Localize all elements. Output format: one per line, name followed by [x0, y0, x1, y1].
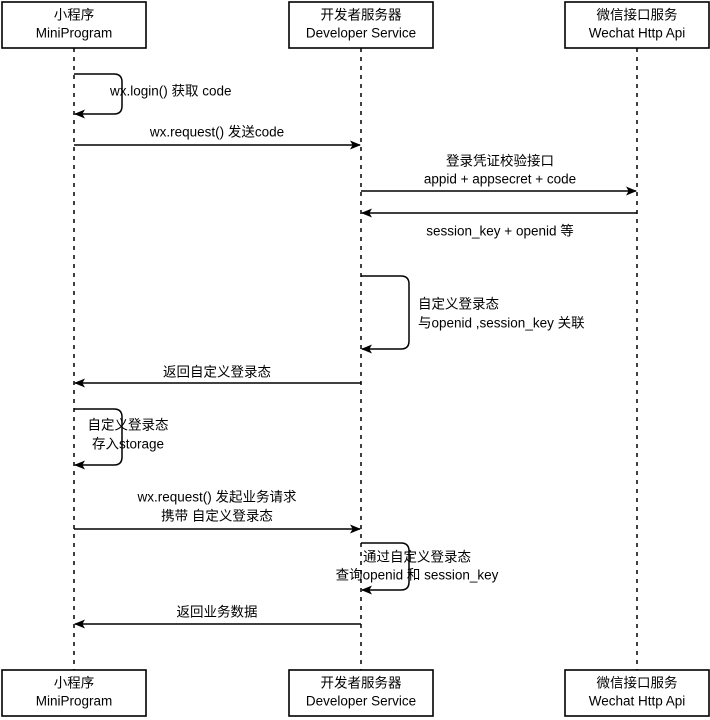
messages-layer: wx.login() 获取 code wx.request() 发送code 登录凭… [74, 73, 637, 629]
message-msg-3[interactable]: 登录凭证校验接口 appid + appsecret + code [361, 153, 637, 196]
participant-name-en: MiniProgram [36, 694, 113, 709]
participant-name-en: MiniProgram [36, 26, 113, 41]
message-label: appid + appsecret + code [424, 172, 576, 187]
participant-box-frame [288, 669, 434, 717]
participant-box-frame [564, 1, 710, 49]
participant-box-frame [1, 669, 147, 717]
message-label: wx.request() 发送code [149, 125, 284, 140]
message-label: 登录凭证校验接口 [446, 153, 554, 169]
participant-name-en: Wechat Http Api [589, 694, 686, 709]
message-label: 通过自定义登录态 [363, 550, 471, 565]
participant-name-en: Wechat Http Api [589, 26, 686, 41]
message-msg-10[interactable]: 返回业务数据 [74, 605, 361, 629]
self-message-loop [361, 275, 410, 354]
participant-box-frame [1, 1, 147, 49]
message-label: 自定义登录态 [418, 297, 499, 312]
participant-name-cn: 小程序 [54, 8, 95, 23]
participant-name-en: Developer Service [306, 26, 416, 41]
participant-box-wechat-http-api-bottom[interactable]: 微信接口服务 Wechat Http Api [564, 669, 710, 717]
participant-box-frame [564, 669, 710, 717]
participant-name-cn: 开发者服务器 [321, 676, 402, 691]
self-message-loop [74, 73, 123, 119]
participant-box-frame [288, 1, 434, 49]
message-msg-2[interactable]: wx.request() 发送code [74, 125, 361, 150]
participant-name-cn: 微信接口服务 [597, 675, 678, 691]
self-message-loop [361, 542, 410, 595]
message-msg-1[interactable]: wx.login() 获取 code [74, 73, 232, 119]
participant-name-en: Developer Service [306, 694, 416, 709]
message-label: wx.request() 发起业务请求 [136, 490, 297, 505]
message-msg-4[interactable]: session_key + openid 等 [361, 208, 637, 239]
message-label: session_key + openid 等 [426, 223, 573, 239]
message-msg-6[interactable]: 返回自定义登录态 [74, 365, 361, 388]
participant-name-cn: 开发者服务器 [321, 8, 402, 23]
message-label: 与openid ,session_key 关联 [418, 316, 585, 331]
participant-name-cn: 微信接口服务 [597, 7, 678, 23]
message-label: 返回业务数据 [177, 605, 258, 620]
message-label: 携带 自定义登录态 [161, 509, 273, 524]
message-label: 存入storage [92, 437, 164, 452]
participant-box-miniprogram-bottom[interactable]: 小程序 MiniProgram [1, 669, 147, 717]
participant-box-miniprogram-top[interactable]: 小程序 MiniProgram [1, 1, 147, 49]
participant-box-developer-service-top[interactable]: 开发者服务器 Developer Service [288, 1, 434, 49]
message-label: wx.login() 获取 code [109, 84, 232, 99]
message-label: 自定义登录态 [88, 418, 169, 433]
participant-box-developer-service-bottom[interactable]: 开发者服务器 Developer Service [288, 669, 434, 717]
participant-name-cn: 小程序 [54, 676, 95, 691]
self-message-loop [74, 408, 123, 470]
message-label: 查询openid 和 session_key [336, 568, 499, 583]
participant-box-wechat-http-api-top[interactable]: 微信接口服务 Wechat Http Api [564, 1, 710, 49]
message-label: 返回自定义登录态 [163, 365, 271, 380]
